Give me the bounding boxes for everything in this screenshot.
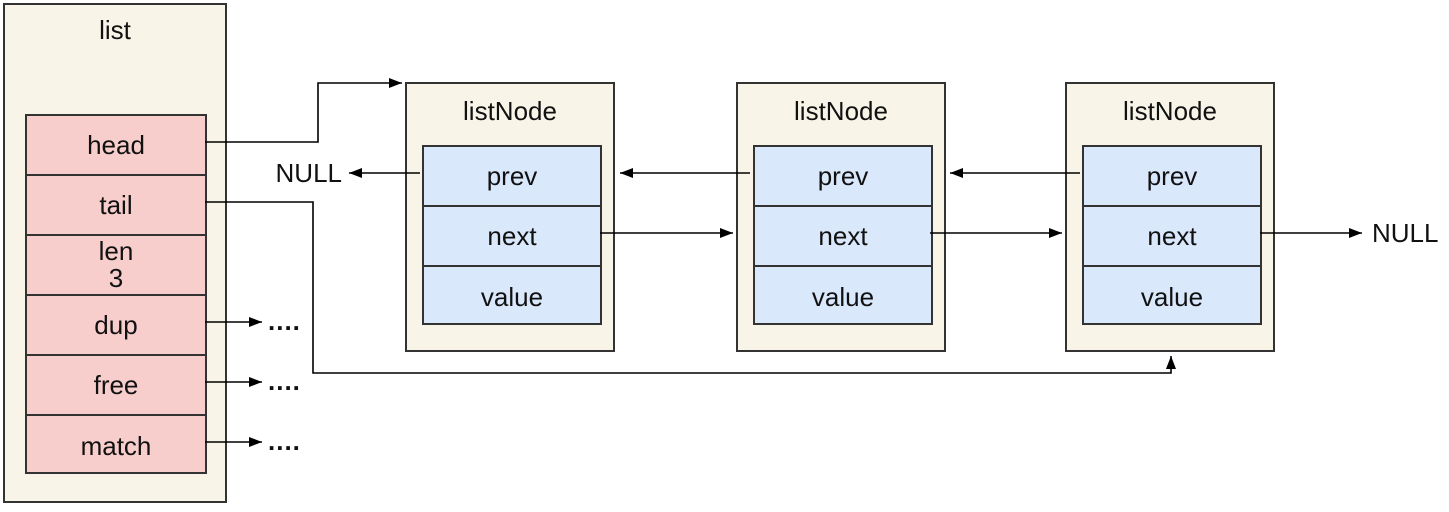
listnode3-field-prev-label: prev bbox=[1146, 160, 1198, 191]
list-field-len-label: len bbox=[98, 236, 134, 266]
listnode1-field-prev-label: prev bbox=[486, 160, 538, 191]
list-fields-stack: head tail len 3 dup free match bbox=[25, 114, 207, 474]
list-field-tail: tail bbox=[27, 176, 205, 236]
listnode3-field-next-label: next bbox=[1147, 220, 1197, 251]
listnode1-field-value: value bbox=[424, 267, 600, 327]
null-label-left: NULL bbox=[275, 158, 342, 188]
list-field-dup: dup bbox=[27, 296, 205, 356]
listnode2-field-value: value bbox=[755, 267, 931, 327]
listnode3-field-value: value bbox=[1084, 267, 1260, 327]
listnode3-field-prev: prev bbox=[1084, 147, 1260, 207]
listnode1-field-prev: prev bbox=[424, 147, 600, 207]
free-ellipsis: .... bbox=[268, 366, 301, 396]
listnode1-field-value-label: value bbox=[480, 281, 544, 312]
list-title: list bbox=[99, 15, 131, 45]
list-field-head: head bbox=[27, 116, 205, 176]
list-field-len: len 3 bbox=[27, 236, 205, 296]
list-field-free-label: free bbox=[93, 369, 139, 400]
null-label-right: NULL bbox=[1372, 218, 1439, 248]
listnode3-field-value-label: value bbox=[1140, 281, 1204, 312]
listnode2-field-prev-label: prev bbox=[817, 160, 869, 191]
dup-ellipsis: .... bbox=[268, 306, 301, 336]
listnode2-title: listNode bbox=[794, 96, 888, 126]
list-field-tail-label: tail bbox=[99, 189, 133, 220]
arrow-tail-to-node3 bbox=[205, 201, 1176, 374]
listnode2-box: listNode prev next value bbox=[736, 82, 946, 352]
list-field-head-label: head bbox=[87, 129, 145, 160]
listnode2-field-next: next bbox=[755, 207, 931, 267]
listnode1-field-next-label: next bbox=[487, 220, 537, 251]
list-field-free: free bbox=[27, 356, 205, 416]
listnode3-title: listNode bbox=[1123, 96, 1217, 126]
listnode2-field-next-label: next bbox=[818, 220, 868, 251]
list-struct-box: list head tail len 3 dup free match bbox=[3, 3, 227, 503]
listnode1-title: listNode bbox=[463, 96, 557, 126]
listnode1-field-next: next bbox=[424, 207, 600, 267]
listnode3-box: listNode prev next value bbox=[1065, 82, 1275, 352]
match-ellipsis: .... bbox=[268, 426, 301, 456]
listnode2-field-value-label: value bbox=[811, 281, 875, 312]
listnode3-fields-stack: prev next value bbox=[1082, 145, 1262, 325]
list-field-match: match bbox=[27, 416, 205, 476]
listnode1-fields-stack: prev next value bbox=[422, 145, 602, 325]
listnode2-fields-stack: prev next value bbox=[753, 145, 933, 325]
list-field-dup-label: dup bbox=[94, 309, 138, 340]
listnode3-field-next: next bbox=[1084, 207, 1260, 267]
listnode1-box: listNode prev next value bbox=[405, 82, 615, 352]
list-field-match-label: match bbox=[80, 430, 152, 461]
list-field-len-value: 3 bbox=[108, 263, 124, 293]
arrow-head-to-node1 bbox=[205, 78, 402, 143]
listnode2-field-prev: prev bbox=[755, 147, 931, 207]
